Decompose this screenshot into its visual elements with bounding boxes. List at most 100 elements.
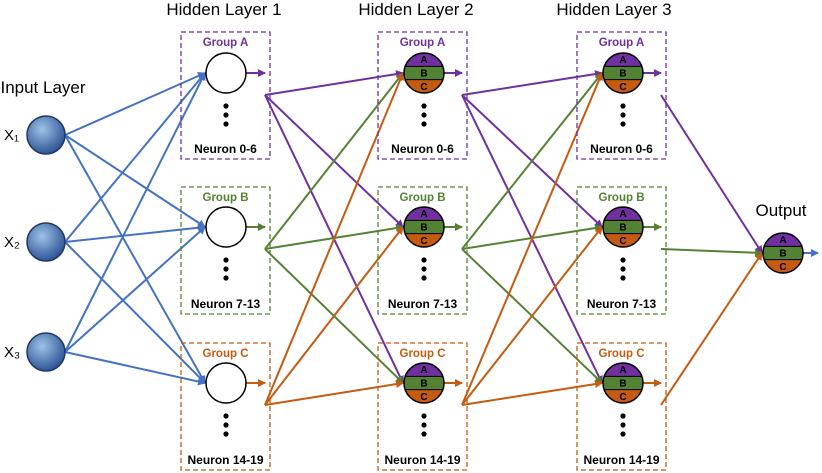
l3-group-b-neuron-range: Neuron 7-13 bbox=[587, 297, 657, 311]
edge-l1-group-c-to-l2-group-a bbox=[264, 72, 405, 406]
l2-group-c-ellipsis-dot bbox=[421, 413, 427, 419]
l2-group-b-ellipsis-dot bbox=[421, 257, 427, 263]
edge-l2-group-c-to-l3-group-b bbox=[461, 226, 603, 406]
input-node-x3-circle bbox=[26, 332, 66, 372]
edge-input-x2-to-l1-group-c bbox=[64, 241, 206, 384]
edge-l1-group-c-to-l2-group-c bbox=[264, 380, 404, 406]
l3-group-b-node-band-b bbox=[603, 220, 643, 234]
l2-group-c-node: ABC bbox=[403, 362, 445, 404]
l2-group-b-neuron-range: Neuron 7-13 bbox=[388, 297, 458, 311]
l3-group-c-ellipsis-dot bbox=[620, 422, 626, 428]
l1-group-c-ellipsis-dot bbox=[223, 413, 229, 419]
l2-group-c-ellipsis-dot bbox=[421, 422, 427, 428]
hidden-layer-1-title: Hidden Layer 1 bbox=[166, 0, 281, 19]
l2-group-b-node-outline bbox=[403, 206, 445, 248]
l1-group-b-ellipsis-dot bbox=[223, 275, 229, 281]
l3-group-b-node-band-c-label: C bbox=[619, 236, 626, 247]
l3-group-b-border bbox=[576, 186, 667, 315]
l3-group-c-title: Group C bbox=[599, 348, 645, 360]
l1-group-a-neuron-range: Neuron 0-6 bbox=[194, 142, 257, 156]
l3-group-c-node-band-c-label: C bbox=[619, 392, 626, 403]
l3-group-a-title: Group A bbox=[599, 37, 645, 49]
l3-group-a-border bbox=[576, 31, 667, 160]
l1-group-c-ellipsis-dot bbox=[223, 422, 229, 428]
l3-group-a-node-band-c-label: C bbox=[619, 82, 626, 93]
l2-group-a-node-band-b-label: B bbox=[420, 69, 427, 80]
l1-group-b-title: Group B bbox=[203, 192, 249, 204]
output-node-band-c-label: C bbox=[779, 262, 786, 273]
l2-group-b-ellipsis-dot bbox=[421, 275, 427, 281]
l2-group-a-node-band-a-label: A bbox=[420, 55, 427, 66]
l1-group-b-border bbox=[180, 186, 271, 315]
l2-group-b-title: Group B bbox=[400, 192, 446, 204]
l2-group-c-border bbox=[377, 342, 468, 471]
l3-group-c-ellipsis-dot bbox=[620, 413, 626, 419]
l2-group-b-node: ABC bbox=[403, 206, 445, 248]
l1-group-c-neuron-range: Neuron 14-19 bbox=[187, 453, 263, 467]
l2-group-a-node-band-b bbox=[404, 66, 444, 80]
output-node-band-b-label: B bbox=[779, 249, 786, 260]
edge-l2-group-a-to-l3-group-a bbox=[461, 70, 603, 96]
l3-group-c-node-outline bbox=[602, 362, 644, 404]
edge-input-x3-to-l1-group-c bbox=[64, 351, 206, 386]
l1-group-a-node bbox=[205, 52, 247, 94]
edge-l2-group-c-to-l3-group-c bbox=[461, 380, 603, 406]
l2-group-b-node-band-c-label: C bbox=[420, 236, 427, 247]
l1-group-c-node bbox=[205, 362, 247, 404]
edge-input-x1-to-l1-group-c bbox=[64, 134, 206, 384]
l2-group-c-neuron-range: Neuron 14-19 bbox=[384, 453, 460, 467]
l2-group-c-ellipsis-dot bbox=[421, 431, 427, 437]
l2-group-c-node-band-a-label: A bbox=[420, 365, 427, 376]
l2-group-b-box: Group B Neuron 7-13 bbox=[377, 186, 468, 315]
edge-l2-group-b-to-l3-group-a bbox=[461, 72, 603, 250]
connection-edges bbox=[64, 69, 819, 406]
l3-group-b-title: Group B bbox=[599, 192, 645, 204]
l2-group-a-title: Group A bbox=[400, 37, 446, 49]
l2-group-a-ellipsis-dot bbox=[421, 103, 427, 109]
l2-group-a-border bbox=[377, 31, 468, 160]
l3-group-b-ellipsis-dot bbox=[620, 275, 626, 281]
l2-group-a-node-band-c-label: C bbox=[420, 82, 427, 93]
l3-group-b-node-outline bbox=[602, 206, 644, 248]
output-node-band-b bbox=[763, 246, 803, 260]
l3-group-b-node-band-a-label: A bbox=[619, 209, 626, 220]
l1-group-b-ellipsis-dot bbox=[223, 257, 229, 263]
edge-l3-group-a-to-output bbox=[660, 94, 763, 254]
l2-group-b-ellipsis-dot bbox=[421, 266, 427, 272]
l1-group-c-ellipsis-dot bbox=[223, 431, 229, 437]
edge-l1-group-c-to-l2-group-b bbox=[264, 226, 404, 406]
l1-group-c-border bbox=[180, 342, 271, 471]
edge-l3-group-b-to-output bbox=[660, 248, 763, 257]
l2-group-c-node-band-c-label: C bbox=[420, 392, 427, 403]
l3-group-c-border bbox=[576, 342, 667, 471]
edge-input-x2-to-l1-group-b bbox=[64, 223, 206, 243]
l2-group-c-node-band-b bbox=[404, 376, 444, 390]
edge-input-x3-to-l1-group-a bbox=[64, 72, 206, 353]
l2-group-a-ellipsis-dot bbox=[421, 121, 427, 127]
l3-group-a-node-band-a-label: A bbox=[619, 55, 626, 66]
l1-group-a-ellipsis-dot bbox=[223, 112, 229, 118]
l2-group-c-node-outline bbox=[403, 362, 445, 404]
l1-group-a-ellipsis-dot bbox=[223, 121, 229, 127]
l3-group-a-node-outline bbox=[602, 52, 644, 94]
l2-group-b-border bbox=[377, 186, 468, 315]
l3-group-b-node: ABC bbox=[602, 206, 644, 248]
l3-group-b-node-band-b-label: B bbox=[619, 223, 626, 234]
l3-group-c-node-band-b-label: B bbox=[619, 379, 626, 390]
l3-group-a-ellipsis-dot bbox=[620, 121, 626, 127]
edge-l3-group-c-to-output bbox=[660, 252, 763, 406]
input-layer-title: Input Layer bbox=[0, 78, 85, 97]
l3-group-b-ellipsis-dot bbox=[620, 266, 626, 272]
edge-l1-group-b-to-l2-group-a bbox=[264, 72, 404, 250]
l3-group-a-ellipsis-dot bbox=[620, 103, 626, 109]
input-node-x1-circle bbox=[26, 115, 66, 155]
output-node: ABC bbox=[762, 232, 804, 274]
l1-group-b-ellipsis-dot bbox=[223, 266, 229, 272]
